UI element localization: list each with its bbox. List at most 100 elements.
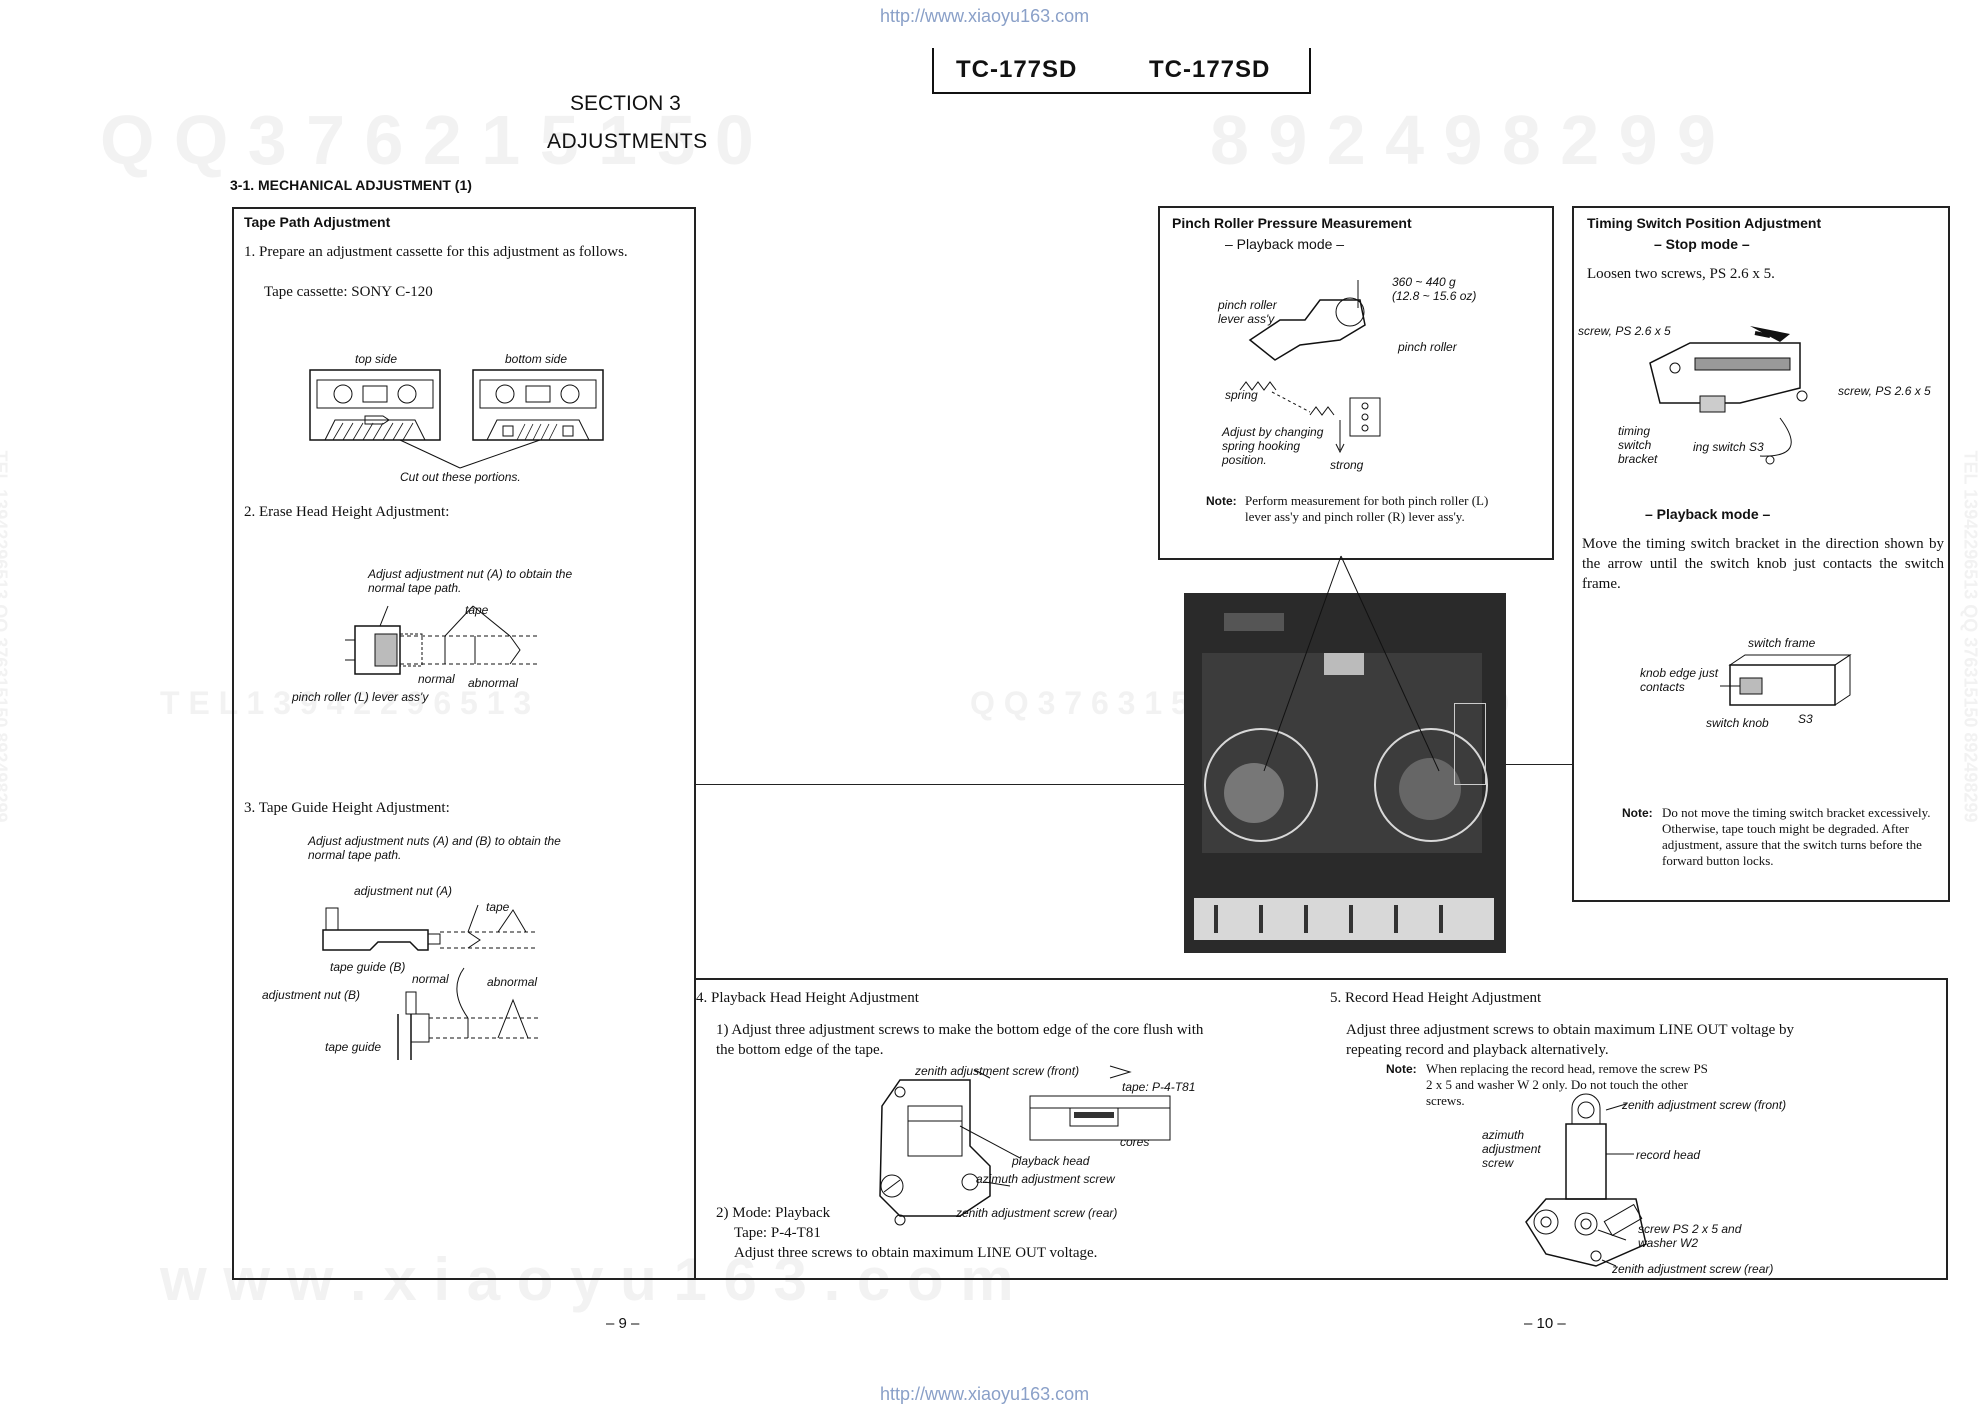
- subsection-title: 3-1. MECHANICAL ADJUSTMENT (1): [230, 177, 472, 193]
- tape-path-step1: 1. Prepare an adjustment cassette for th…: [244, 244, 628, 260]
- timing-screw2-label: screw, PS 2.6 x 5: [1838, 384, 1931, 398]
- switch-knob-label: switch knob: [1706, 716, 1769, 730]
- timing-playback-mode: – Playback mode –: [1645, 506, 1771, 522]
- photo-connector: [694, 784, 1184, 785]
- rec-zenith-front-label: zenith adjustment screw (front): [1622, 1098, 1787, 1112]
- pinch-roller-box: [1158, 206, 1554, 560]
- timing-bracket-label: timing switch bracket: [1618, 424, 1658, 466]
- cut-out-label: Cut out these portions.: [400, 470, 521, 484]
- timing-s3-label: ing switch S3: [1693, 440, 1764, 454]
- record-head-text: Adjust three adjustment screws to obtain…: [1346, 1022, 1794, 1058]
- record-head-heading: 5. Record Head Height Adjustment: [1330, 990, 1542, 1006]
- timing-note: Do not move the timing switch bracket ex…: [1662, 805, 1931, 868]
- pb-head-label: playback head: [1012, 1154, 1090, 1168]
- pinch-strong-label: strong: [1330, 458, 1364, 472]
- tape-guide-diagram: [322, 904, 538, 1060]
- adj-nut-b-label: adjustment nut (B): [262, 988, 361, 1002]
- lower-frame-right: [1946, 978, 1948, 1278]
- erase-note: Adjust adjustment nut (A) to obtain the …: [368, 567, 573, 595]
- bottom-frame-line: [232, 1278, 1948, 1280]
- pinch-weight: 360 ~ 440 g: [1392, 275, 1456, 289]
- pinch-weight-oz: (12.8 ~ 15.6 oz): [1392, 289, 1477, 303]
- tape-path-step3: 3. Tape Guide Height Adjustment:: [244, 800, 450, 816]
- timing-screw1-label: screw, PS 2.6 x 5: [1578, 324, 1671, 338]
- pinch-note: Perform measurement for both pinch rolle…: [1245, 493, 1489, 524]
- tape-cassette: Tape cassette: SONY C-120: [264, 284, 433, 300]
- watermark-qq-left: Q Q 3 7 6 2 1 5 1 5 0: [100, 101, 754, 179]
- section-number: SECTION 3: [570, 92, 681, 115]
- timing-connector: [1506, 764, 1572, 765]
- erase-normal-label: normal: [418, 672, 455, 686]
- record-head-diagram: [1525, 1093, 1647, 1267]
- pinch-lever-label: pinch roller lever ass'y: [1218, 298, 1277, 326]
- tape-path-heading: Tape Path Adjustment: [244, 214, 391, 230]
- model-label-left: TC-177SD: [956, 56, 1078, 83]
- pb-azimuth-label: azimuth adjustment screw: [976, 1172, 1115, 1186]
- pinch-heading: Pinch Roller Pressure Measurement: [1172, 215, 1412, 231]
- model-header-box: TC-177SD TC-177SD: [932, 48, 1311, 94]
- page-number-left: – 9 –: [606, 1315, 640, 1332]
- watermark-vertical-right: TEL 13942296513 QQ 376315150 892498299: [1960, 450, 1981, 823]
- pinch-spring-label: spring: [1225, 388, 1258, 402]
- section-title: ADJUSTMENTS: [547, 130, 708, 153]
- playback-step1: 1) Adjust three adjustment screws to mak…: [716, 1022, 1204, 1058]
- source-url-top[interactable]: http://www.xiaoyu163.com: [880, 6, 1090, 26]
- playback-head-heading: 4. Playback Head Height Adjustment: [696, 990, 919, 1006]
- watermark-qq-right: 8 9 2 4 9 8 2 9 9: [1210, 101, 1716, 179]
- photo-callout-lines: [1263, 555, 1440, 772]
- pinch-note-label: Note:: [1206, 494, 1237, 508]
- tape-path-frame: [232, 207, 696, 1280]
- adj-nut-a-label: adjustment nut (A): [354, 884, 453, 898]
- source-url-bottom[interactable]: http://www.xiaoyu163.com: [880, 1384, 1090, 1404]
- record-note: When replacing the record head, remove t…: [1426, 1061, 1708, 1108]
- timing-switch-box: [1572, 206, 1950, 902]
- playback-tape: Tape: P-4-T81: [734, 1225, 821, 1241]
- pinch-roller-diagram: [1239, 280, 1381, 454]
- guide-normal-label: normal: [412, 972, 449, 986]
- mechanism-photo: [1184, 593, 1506, 953]
- record-note-label: Note:: [1386, 1062, 1417, 1076]
- tape-path-step2: 2. Erase Head Height Adjustment:: [244, 504, 450, 520]
- model-label-right: TC-177SD: [1149, 56, 1271, 83]
- watermark-vertical-left: TEL 13942296513 QQ 376315150 892498299: [0, 450, 11, 823]
- playback-head-diagram: [879, 1065, 1171, 1226]
- rec-zenith-rear-label: zenith adjustment screw (rear): [1612, 1262, 1774, 1276]
- pinch-roller-l-label: pinch roller (L) lever ass'y: [292, 690, 429, 704]
- pinch-adjust-label: Adjust by changing spring hooking positi…: [1222, 425, 1324, 467]
- page-number-right: – 10 –: [1524, 1315, 1566, 1332]
- pinch-roller-label: pinch roller: [1398, 340, 1457, 354]
- guide-tape-label: tape: [486, 900, 510, 914]
- cassette-diagram: [309, 369, 604, 469]
- timing-loosen: Loosen two screws, PS 2.6 x 5.: [1587, 266, 1775, 282]
- timing-move-text: Move the timing switch bracket in the di…: [1582, 536, 1944, 592]
- pb-zenith-rear-label: zenith adjustment screw (rear): [956, 1206, 1118, 1220]
- guide-abnormal-label: abnormal: [487, 975, 538, 989]
- pb-tape-ref-label: tape: P-4-T81: [1122, 1080, 1196, 1094]
- timing-note-label: Note:: [1622, 806, 1653, 820]
- frame-divider: [694, 978, 696, 1278]
- switch-frame-label: switch frame: [1748, 636, 1816, 650]
- bottom-side-label: bottom side: [505, 352, 568, 366]
- switch-frame-diagram: [1720, 654, 1852, 706]
- tape-guide-label: tape guide: [325, 1040, 382, 1054]
- playback-adjust: Adjust three screws to obtain maximum LI…: [734, 1245, 1098, 1261]
- knob-edge-label: knob edge just contacts: [1640, 666, 1719, 694]
- pb-cores-label: cores: [1120, 1135, 1150, 1149]
- erase-head-diagram: [345, 605, 540, 675]
- pinch-mode: – Playback mode –: [1225, 236, 1345, 252]
- lower-frame-top: [694, 978, 1948, 980]
- switch-s3-label: S3: [1798, 712, 1813, 726]
- tape-guide-b-label: tape guide (B): [330, 960, 406, 974]
- rec-azimuth-label: azimuth adjustment screw: [1482, 1128, 1541, 1170]
- erase-abnormal-label: abnormal: [468, 676, 519, 690]
- rec-screw-label: screw PS 2 x 5 and washer W2: [1638, 1222, 1742, 1250]
- pb-zenith-front-label: zenith adjustment screw (front): [915, 1064, 1080, 1078]
- guide-note: Adjust adjustment nuts (A) and (B) to ob…: [308, 834, 561, 862]
- timing-switch-diagram: [1649, 326, 1808, 465]
- top-side-label: top side: [355, 352, 398, 366]
- watermark-tel: T E L 1 3 9 4 2 2 9 6 5 1 3: [160, 685, 532, 721]
- playback-mode: 2) Mode: Playback: [716, 1205, 831, 1221]
- timing-stop-mode: – Stop mode –: [1654, 236, 1750, 252]
- rec-head-label: record head: [1636, 1148, 1701, 1162]
- timing-heading: Timing Switch Position Adjustment: [1587, 215, 1822, 231]
